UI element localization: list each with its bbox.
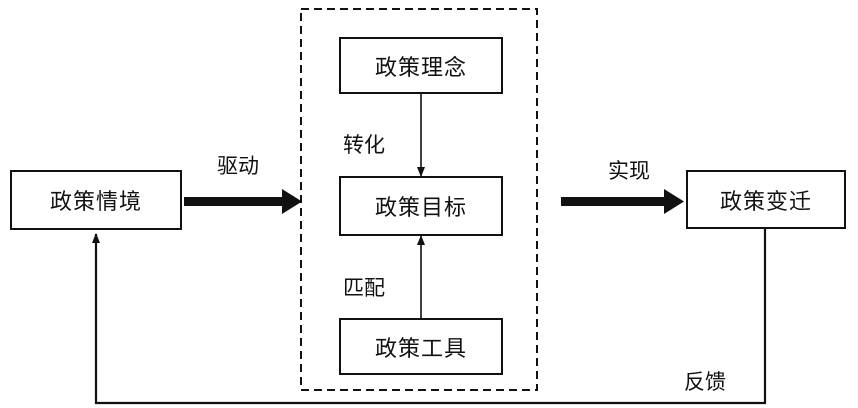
change-box: 政策变迁 (686, 170, 846, 229)
thick-arrow-realize (561, 189, 684, 214)
policy-process-dashed-frame (300, 8, 538, 391)
change-label: 政策变迁 (719, 189, 812, 215)
goal-box: 政策目标 (339, 176, 503, 236)
edge-label-transform: 转化 (343, 133, 385, 157)
edge-label-feedback: 反馈 (684, 370, 726, 394)
tool-label: 政策工具 (374, 336, 467, 362)
situation-box: 政策情境 (10, 170, 182, 230)
edge-label-match: 匹配 (343, 276, 385, 300)
edge-label-drive: 驱动 (217, 154, 259, 178)
tool-box: 政策工具 (339, 318, 503, 375)
concept-label: 政策理念 (374, 55, 467, 81)
thick-arrow-drive (184, 189, 302, 214)
edge-label-realize: 实现 (608, 159, 650, 183)
feedback-line (92, 229, 767, 405)
concept-box: 政策理念 (339, 37, 503, 94)
situation-label: 政策情境 (49, 190, 142, 215)
goal-label: 政策目标 (374, 196, 467, 221)
